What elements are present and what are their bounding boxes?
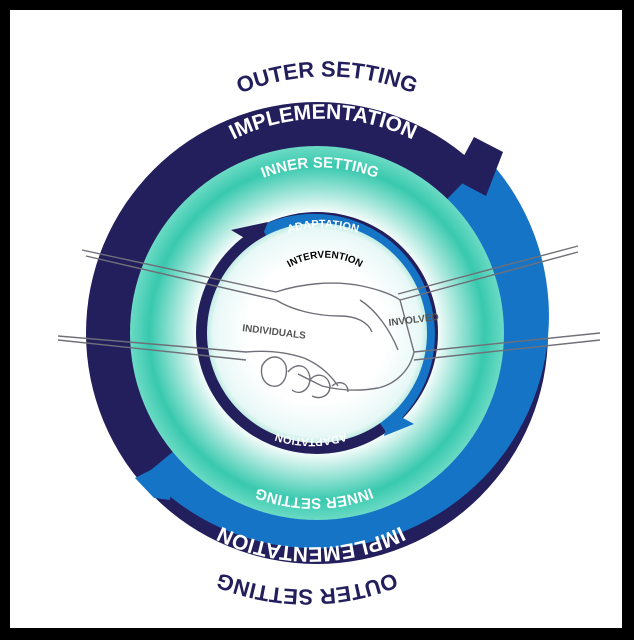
adaptation-label-top: ADAPTATION <box>286 218 361 235</box>
outer-setting-label-top: OUTER SETTING <box>233 56 421 98</box>
implementation-arrow-top <box>452 137 503 196</box>
outer-setting-label-bottom: OUTER SETTING <box>213 568 401 610</box>
adaptation-arrow-bottom <box>384 411 414 436</box>
intervention-core <box>207 223 427 443</box>
handshake-icon <box>57 245 601 399</box>
adaptation-label-bottom: ADAPTATION <box>274 430 349 447</box>
implementation-arrow-bottom <box>135 458 174 500</box>
